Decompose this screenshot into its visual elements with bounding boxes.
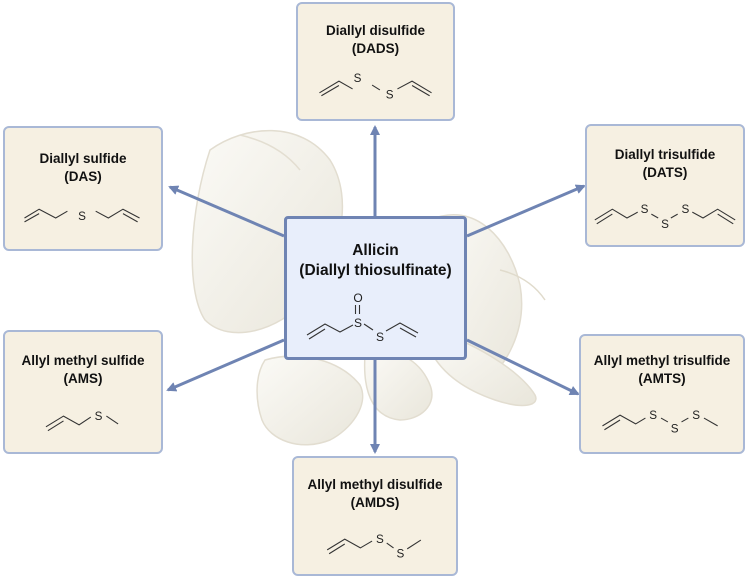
structure-amts: S S S [602,409,718,436]
compound-box-amts: Allyl methyl trisulfide (AMTS) S S S [579,334,745,454]
atom-s: S [661,218,669,231]
compound-abbr: (AMTS) [638,371,686,386]
atom-s: S [386,89,394,102]
compound-box-dads: Diallyl disulfide (DADS) S S [296,2,455,121]
compound-name: Allyl methyl trisulfide [593,353,731,368]
center-subtitle: (Diallyl thiosulfinate) [299,262,452,279]
compound-abbr: (DADS) [351,41,400,56]
center-name: Allicin [352,242,399,259]
center-box-allicin: Allicin (Diallyl thiosulfinate) O S S [284,216,467,360]
compound-name: Diallyl sulfide [39,151,127,166]
atom-s: S [682,203,690,216]
compound-name: Allyl methyl sulfide [21,353,145,368]
atom-s: S [354,316,362,330]
compound-label-ams: Allyl methyl sulfide (AMS) [5,352,161,388]
atom-s: S [354,72,362,85]
compound-abbr: (AMDS) [350,495,400,510]
structure-dads: S S [319,72,432,102]
arrow-to-ams [166,338,285,392]
compound-box-dats: Diallyl trisulfide (DATS) S S S [585,124,745,247]
arrow-to-das [168,185,285,238]
structure-das: S [24,208,140,223]
atom-o: O [353,291,362,305]
compound-label-das: Diallyl sulfide (DAS) [5,150,161,186]
structure-amds: S S [326,533,422,561]
compound-name: Diallyl disulfide [325,23,426,38]
arrow-to-amts [466,338,580,396]
compound-label-amds: Allyl methyl disulfide (AMDS) [294,476,456,512]
center-label: Allicin (Diallyl thiosulfinate) [287,241,464,281]
compound-name: Allyl methyl disulfide [307,477,443,492]
arrow-to-dats [466,184,586,238]
structure-allicin: O S S [306,291,419,344]
atom-s: S [671,423,679,436]
atom-s: S [376,533,384,546]
atom-s: S [396,548,404,561]
compound-name: Diallyl trisulfide [614,147,716,162]
atom-s: S [692,409,700,422]
compound-label-dats: Diallyl trisulfide (DATS) [587,146,743,182]
structure-dats: S S S [594,203,736,231]
atom-s: S [95,410,103,423]
atom-s: S [78,210,86,223]
atom-s: S [649,409,657,422]
compound-abbr: (DATS) [642,165,688,180]
structure-ams: S [45,410,119,432]
compound-box-amds: Allyl methyl disulfide (AMDS) S S [292,456,458,576]
compound-abbr: (DAS) [64,169,102,184]
compound-box-das: Diallyl sulfide (DAS) S [3,126,163,251]
atom-s: S [641,203,649,216]
compound-box-ams: Allyl methyl sulfide (AMS) S [3,330,163,454]
compound-abbr: (AMS) [63,371,103,386]
compound-label-dads: Diallyl disulfide (DADS) [298,22,453,58]
atom-s: S [376,330,384,344]
compound-label-amts: Allyl methyl trisulfide (AMTS) [581,352,743,388]
